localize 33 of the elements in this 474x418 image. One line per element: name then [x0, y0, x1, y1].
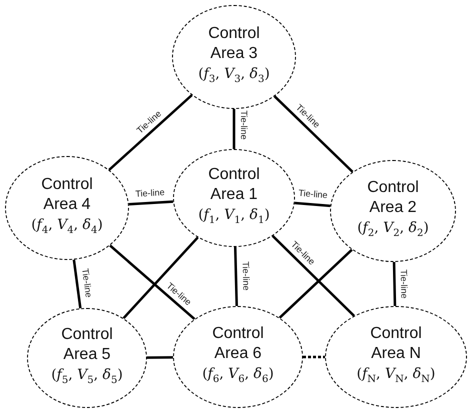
area-variables: (f$_{1}$, V$_{1}$, δ$_{1}$)	[198, 206, 270, 228]
tie-line	[392, 262, 396, 306]
edge-label: Tie-line	[239, 109, 249, 141]
area-variables: (f$_{2}$, V$_{2}$, δ$_{2}$)	[357, 219, 429, 241]
area-name: Control Area N	[369, 324, 423, 364]
tie-line	[122, 236, 199, 320]
area-name: Control Area 1	[207, 165, 261, 206]
area-variables: (f$_{3}$, V$_{3}$, δ$_{3}$)	[198, 65, 270, 87]
area-variables: (f$_{5}$, V$_{5}$, δ$_{5}$)	[51, 366, 123, 388]
tie-line	[234, 246, 238, 306]
area-variables: (f$_{N}$, V$_{N}$, δ$_{N}$)	[356, 365, 436, 387]
tie-line	[232, 109, 236, 149]
tie-line	[294, 202, 330, 208]
area-name: Control Area 6	[211, 324, 265, 364]
tie-line	[108, 94, 193, 171]
tie-line	[272, 235, 355, 317]
edge-label: Tie-line	[297, 188, 330, 201]
area-name: Control Area 5	[60, 325, 114, 366]
area-variables: (f$_{4}$, V$_{4}$, δ$_{4}$)	[31, 216, 103, 238]
area-name: Control Area 4	[40, 175, 94, 216]
area-name: Control Area 2	[366, 178, 420, 218]
edge-label: Tie-line	[134, 187, 166, 199]
edge-label: Tie-line	[240, 260, 252, 292]
tie-line	[278, 248, 353, 319]
edge-label: Tie-line	[399, 268, 410, 300]
dotted-connector	[303, 356, 325, 358]
tie-line	[109, 244, 196, 320]
tie-line	[72, 260, 82, 308]
area-variables: (f$_{6}$, V$_{6}$, δ$_{6}$)	[202, 365, 274, 387]
tie-line	[128, 200, 174, 206]
tie-line	[274, 95, 354, 173]
area-name: Control Area 3	[207, 24, 261, 64]
tie-line	[147, 356, 173, 359]
